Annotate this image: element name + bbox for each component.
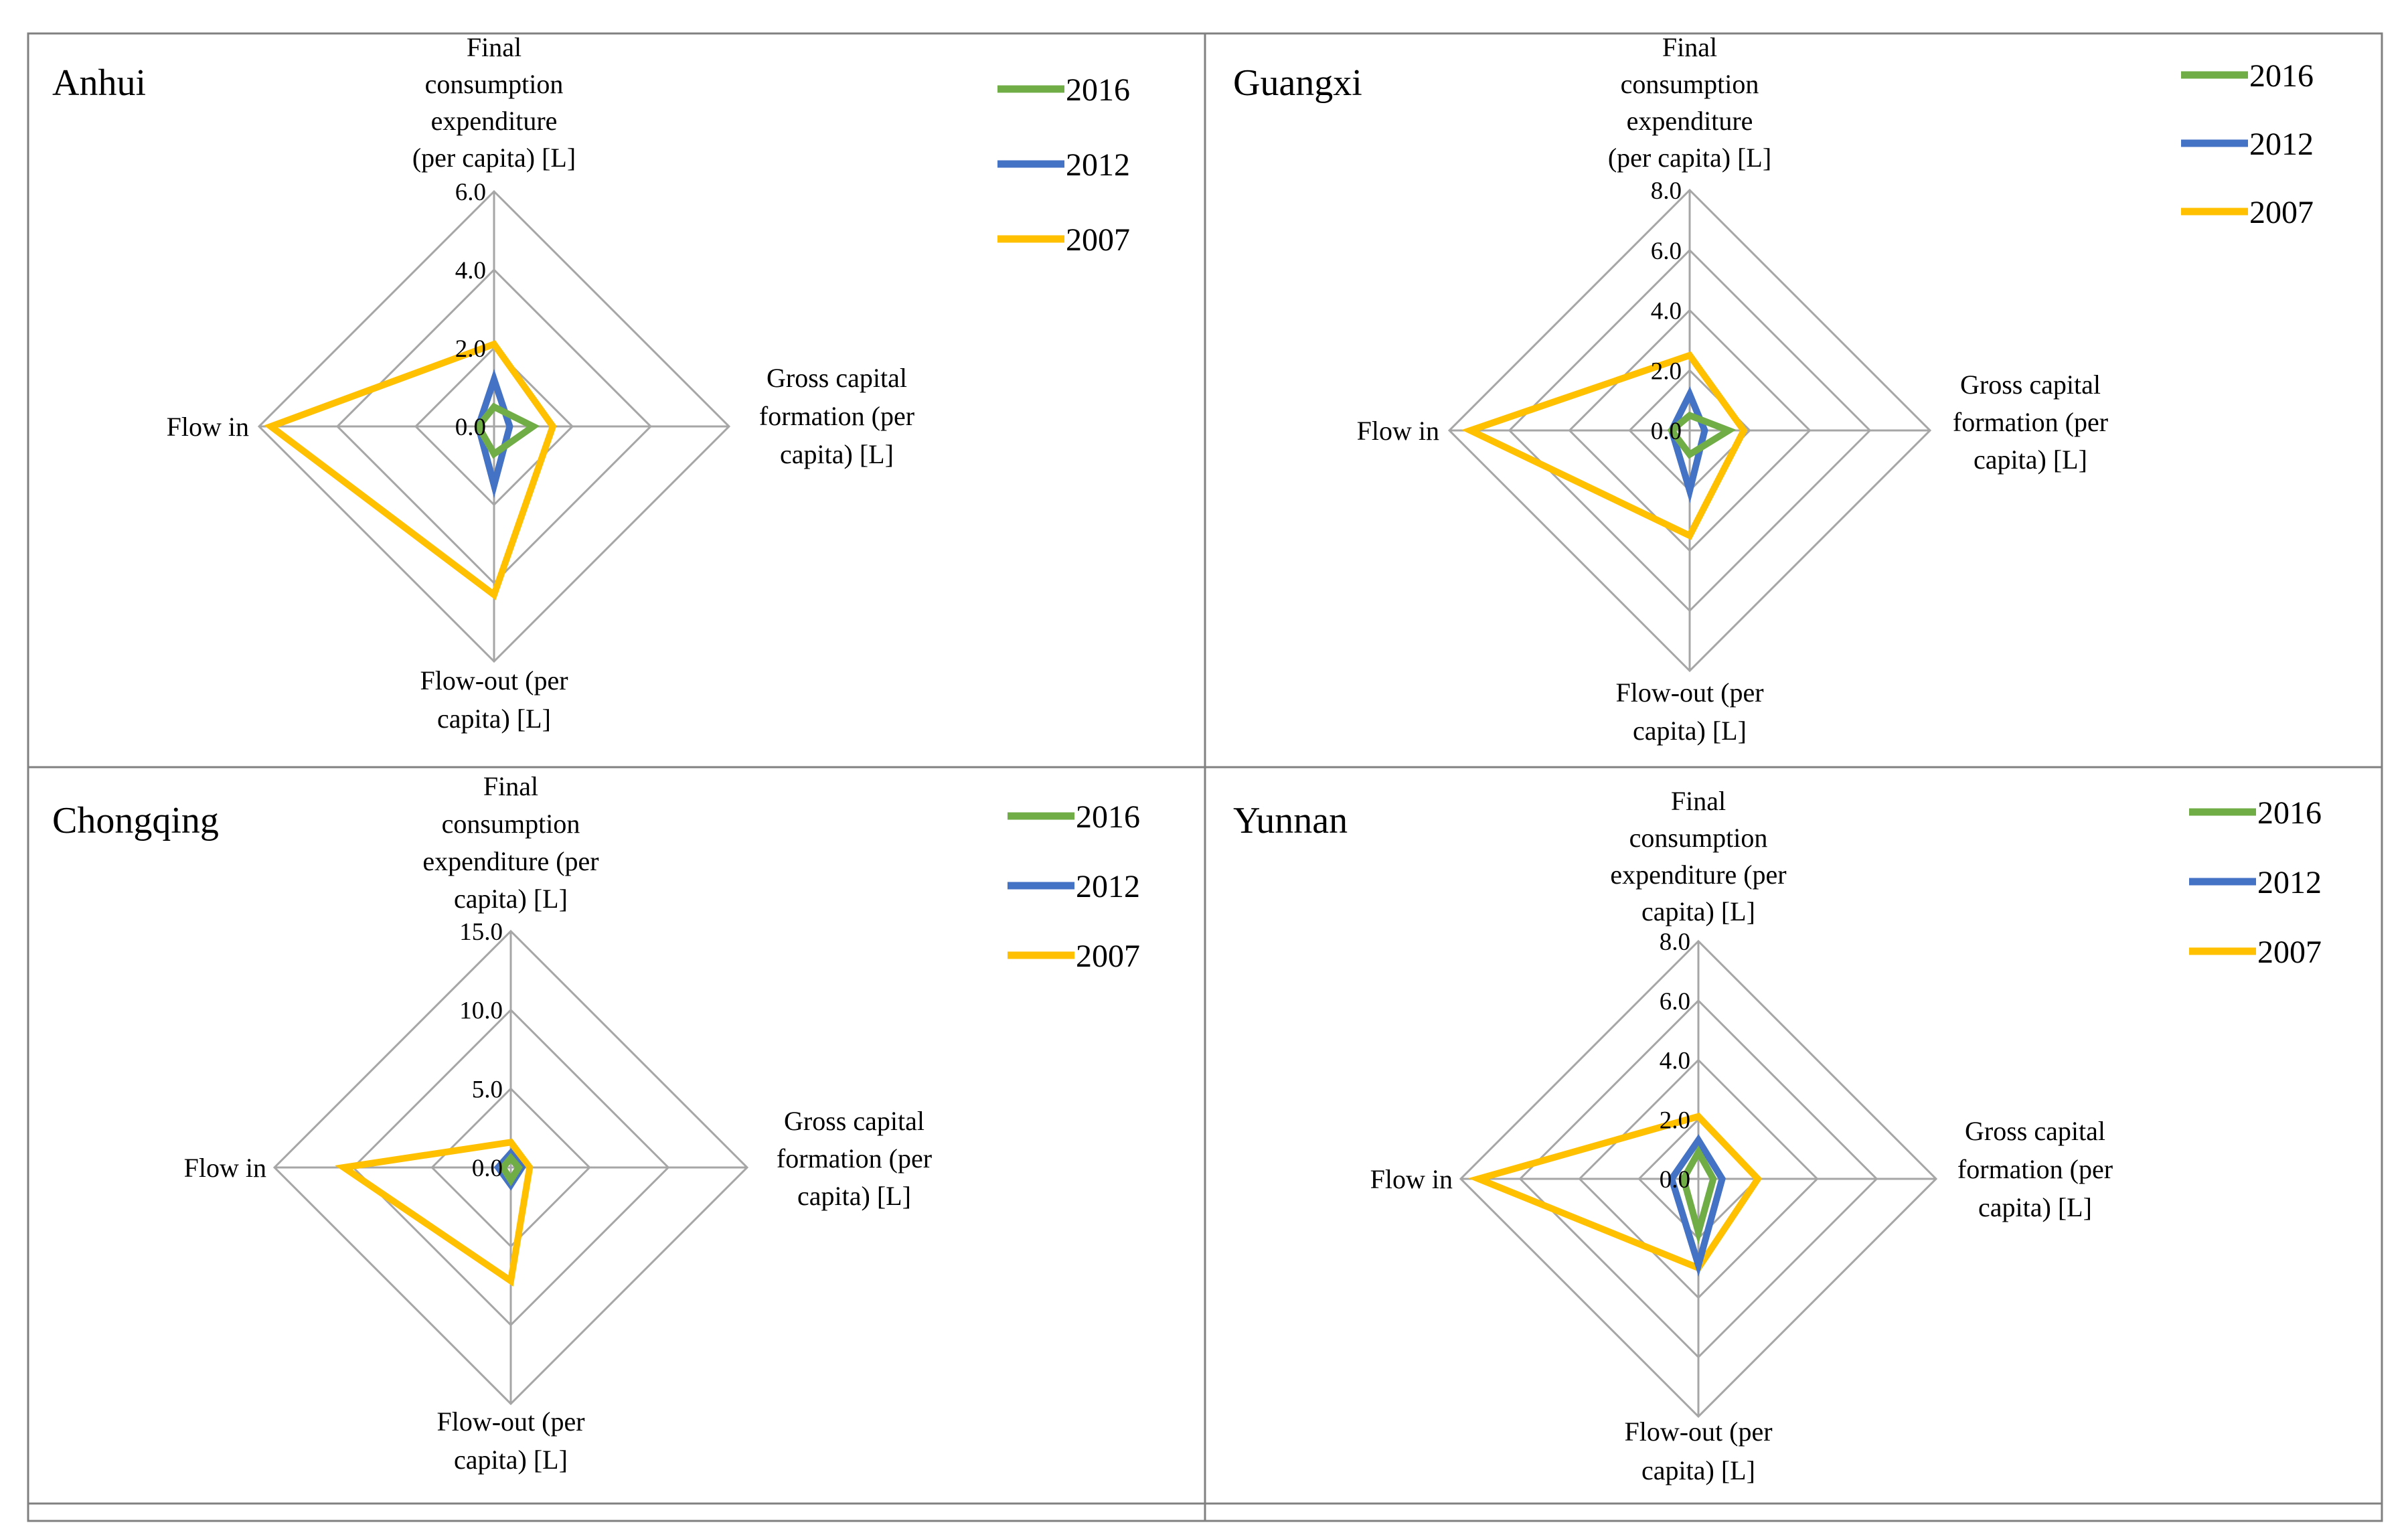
legend-label-2016: 2016 bbox=[1076, 799, 1140, 835]
panel-title: Yunnan bbox=[1233, 800, 1348, 841]
legend-label-2012: 2012 bbox=[1076, 869, 1140, 904]
axis-label-final-consumption: consumption bbox=[1629, 823, 1768, 853]
axis-label-flow-out: Flow-out (per bbox=[420, 665, 568, 696]
tick-label: 6.0 bbox=[455, 179, 486, 206]
tick-label: 0.0 bbox=[1651, 418, 1682, 445]
series-2016-line bbox=[1680, 1145, 1717, 1245]
tick-label: 0.0 bbox=[1660, 1166, 1690, 1194]
axis-label-final-consumption: consumption bbox=[442, 809, 580, 839]
panel-title: Chongqing bbox=[52, 800, 219, 841]
axis-label-flow-out: capita) [L] bbox=[454, 1445, 568, 1475]
axis-label-gross-capital: capita) [L] bbox=[1974, 444, 2087, 475]
legend-label-2007: 2007 bbox=[1066, 222, 1130, 258]
panel-title: Anhui bbox=[52, 62, 146, 104]
panel-yunnan: Yunnan 0.0 2.0 4.0 6.0 8.0 Final consumption exp… bbox=[1233, 786, 2322, 1485]
tick-label: 15.0 bbox=[459, 918, 503, 946]
panel-chongqing: Chongqing 0.0 5.0 10.0 15.0 Final consumption e… bbox=[52, 771, 1140, 1475]
axis-label-gross-capital: formation (per bbox=[1953, 407, 2108, 437]
series-2012-line bbox=[1668, 1134, 1726, 1277]
axis-label-final-consumption: capita) [L] bbox=[454, 884, 568, 914]
axis-label-gross-capital: formation (per bbox=[759, 401, 914, 431]
axis-label-gross-capital: formation (per bbox=[1957, 1154, 2113, 1184]
axis-label-gross-capital: Gross capital bbox=[767, 363, 907, 393]
axis-label-flow-out: capita) [L] bbox=[437, 704, 551, 734]
axis-label-flow-out: capita) [L] bbox=[1633, 716, 1747, 746]
axis-label-gross-capital: capita) [L] bbox=[1978, 1192, 2092, 1222]
axis-label-final-consumption: expenditure bbox=[1627, 106, 1753, 136]
panel-anhui: Anhui 0.0 2.0 4.0 6.0 Final consumption expendi… bbox=[52, 32, 1130, 734]
series-2007-line bbox=[335, 1138, 534, 1287]
axis-label-flow-in: Flow in bbox=[167, 412, 249, 442]
tick-label: 8.0 bbox=[1660, 928, 1690, 956]
legend-label-2012: 2012 bbox=[1066, 147, 1130, 183]
legend-label-2016: 2016 bbox=[2257, 795, 2322, 831]
axis-label-flow-out: Flow-out (per bbox=[1615, 677, 1763, 708]
series-2016-line bbox=[499, 1153, 523, 1187]
panel-guangxi: Guangxi 0.0 2.0 4.0 6.0 8.0 Final consumption ex… bbox=[1233, 32, 2314, 746]
axis-label-gross-capital: capita) [L] bbox=[780, 439, 894, 469]
axis-label-final-consumption: capita) [L] bbox=[1641, 896, 1755, 926]
series-2007-line bbox=[1461, 351, 1748, 540]
legend-label-2012: 2012 bbox=[2257, 865, 2322, 900]
tick-label: 0.0 bbox=[472, 1155, 503, 1182]
tick-label: 2.0 bbox=[1660, 1107, 1690, 1134]
axis-label-final-consumption: Final bbox=[1662, 32, 1717, 62]
axis-label-flow-in: Flow in bbox=[184, 1153, 266, 1183]
tick-label: 4.0 bbox=[1660, 1048, 1690, 1075]
legend-label-2016: 2016 bbox=[1066, 72, 1130, 108]
tick-label: 2.0 bbox=[1651, 357, 1682, 385]
axis-label-flow-in: Flow in bbox=[1357, 416, 1439, 446]
axis-label-final-consumption: Final bbox=[1671, 786, 1726, 816]
axis-label-final-consumption: expenditure bbox=[431, 106, 558, 136]
tick-label: 4.0 bbox=[455, 257, 486, 285]
axis-label-flow-out: Flow-out (per bbox=[436, 1406, 584, 1437]
axis-label-final-consumption: Final bbox=[483, 771, 538, 801]
tick-label: 5.0 bbox=[472, 1076, 503, 1103]
legend-label-2012: 2012 bbox=[2249, 127, 2314, 162]
series-2007-line bbox=[264, 340, 557, 600]
axis-label-final-consumption: Final bbox=[467, 32, 521, 62]
tick-label: 6.0 bbox=[1660, 988, 1690, 1016]
axis-label-flow-in: Flow in bbox=[1370, 1164, 1453, 1194]
axis-label-final-consumption: (per capita) [L] bbox=[412, 143, 576, 173]
axis-label-flow-out: Flow-out (per bbox=[1624, 1416, 1772, 1447]
panel-title: Guangxi bbox=[1233, 62, 1362, 104]
axis-label-gross-capital: Gross capital bbox=[1965, 1116, 2105, 1146]
tick-label: 4.0 bbox=[1651, 298, 1682, 325]
tick-label: 6.0 bbox=[1651, 238, 1682, 265]
tick-label: 0.0 bbox=[455, 414, 486, 441]
axis-label-flow-out: capita) [L] bbox=[1641, 1455, 1755, 1485]
table-frame bbox=[27, 32, 2383, 1522]
legend-label-2016: 2016 bbox=[2249, 58, 2314, 94]
axis-label-gross-capital: Gross capital bbox=[1960, 370, 2101, 400]
axis-label-gross-capital: capita) [L] bbox=[797, 1181, 911, 1211]
axis-label-final-consumption: expenditure (per bbox=[422, 846, 598, 876]
series-2016-line bbox=[1667, 411, 1737, 459]
axis-label-gross-capital: formation (per bbox=[777, 1143, 932, 1173]
axis-label-final-consumption: (per capita) [L] bbox=[1608, 143, 1771, 173]
tick-label: 8.0 bbox=[1651, 177, 1682, 205]
axis-label-gross-capital: Gross capital bbox=[784, 1106, 925, 1136]
legend-label-2007: 2007 bbox=[1076, 939, 1140, 974]
legend-label-2007: 2007 bbox=[2257, 935, 2322, 970]
series-2016-line bbox=[474, 402, 540, 459]
axis-label-final-consumption: consumption bbox=[425, 69, 564, 99]
tick-label: 10.0 bbox=[459, 997, 503, 1025]
legend-label-2007: 2007 bbox=[2249, 195, 2314, 230]
axis-label-final-consumption: expenditure (per bbox=[1610, 860, 1786, 890]
tick-label: 2.0 bbox=[455, 335, 486, 363]
axis-label-final-consumption: consumption bbox=[1621, 69, 1759, 99]
